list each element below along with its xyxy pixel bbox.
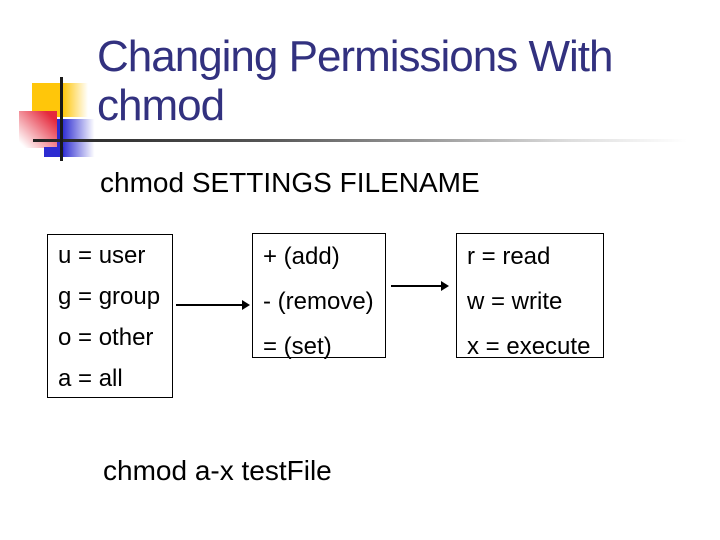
permission-line-read: r = read — [467, 243, 551, 270]
operation-line-remove: - (remove) — [263, 288, 374, 315]
who-line-user: u = user — [58, 242, 146, 269]
arrow-operation-to-permission — [391, 279, 449, 293]
arrow-head-icon — [441, 281, 449, 291]
who-line-other: o = other — [58, 324, 154, 351]
who-line-all: a = all — [58, 365, 123, 392]
title-underline-rule — [33, 139, 687, 142]
slide-title-line-2: chmod — [97, 81, 225, 130]
deco-blue-notch — [44, 147, 64, 157]
command-example-text: chmod a-x testFile — [103, 455, 332, 486]
operation-line-set: = (set) — [263, 333, 332, 360]
operation-settings-box: + (add) - (remove) = (set) — [252, 233, 386, 360]
arrow-head-icon — [242, 300, 250, 310]
slide-title: Changing Permissions With chmod — [97, 32, 613, 130]
arrow-who-to-operation — [176, 298, 250, 312]
slide-title-line-1: Changing Permissions With — [97, 32, 613, 81]
who-line-group: g = group — [58, 283, 161, 310]
arrow-shaft — [391, 285, 442, 287]
permission-settings-box: r = read w = write x = execute — [456, 233, 604, 360]
who-settings-box: u = user g = group o = other a = all — [47, 234, 173, 398]
crosshair-vertical-line — [60, 77, 63, 161]
deco-red-square — [19, 111, 57, 148]
permission-line-execute: x = execute — [467, 333, 591, 360]
arrow-shaft — [176, 304, 243, 306]
permission-line-write: w = write — [467, 288, 563, 315]
operation-line-add: + (add) — [263, 243, 340, 270]
slide-subtitle: chmod SETTINGS FILENAME — [100, 167, 480, 198]
